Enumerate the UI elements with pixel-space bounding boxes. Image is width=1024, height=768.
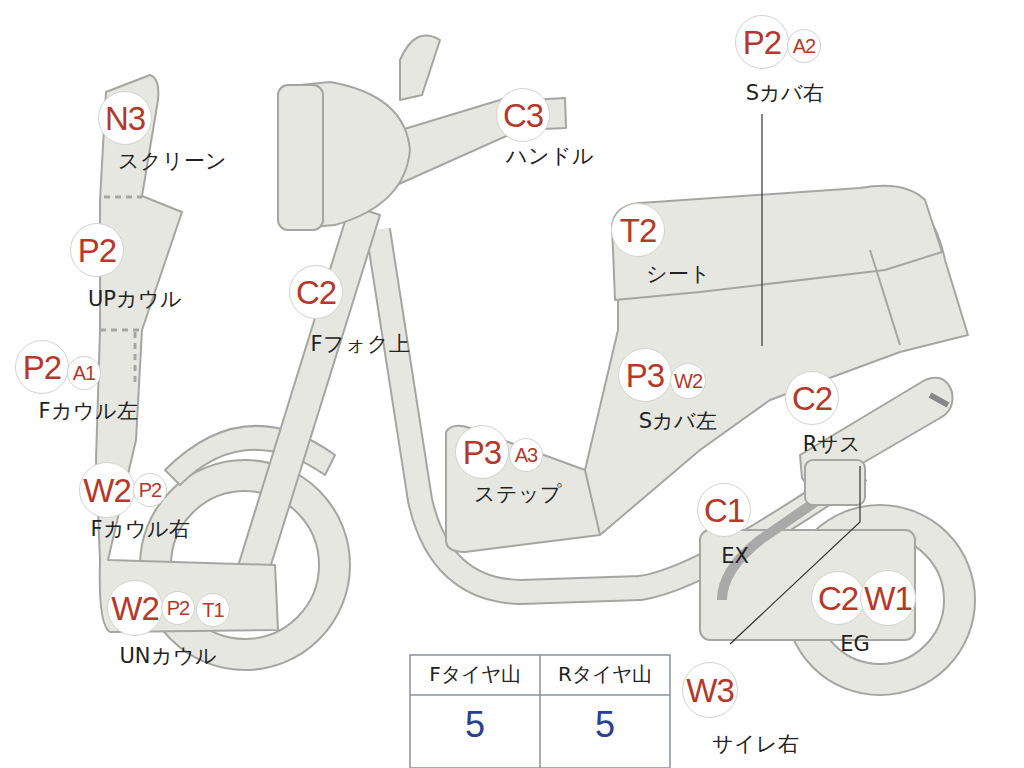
leader-line [761,114,762,346]
damage-code-circle: P3 [618,348,672,402]
damage-code: P2 [78,234,116,267]
engine-case [700,530,915,640]
damage-code: T2 [620,214,657,247]
damage-code: A3 [515,445,537,465]
sub-code-circle: A2 [787,29,821,63]
part-name: Fカウル左 [38,400,137,423]
damage-code-circle: C3 [496,88,550,142]
mirror [400,36,440,101]
front-cowl [96,75,278,632]
damage-code-circle: C2 [785,371,839,425]
sub-code-circle: W2 [670,363,706,399]
damage-code-circle: C2 [811,571,865,625]
damage-code: W2 [111,592,159,625]
seam-dashed [104,196,142,199]
part-name: Fフォク上 [310,333,409,356]
step-edge [585,470,600,535]
damage-code: W1 [864,582,912,615]
damage-code-circle: C1 [697,483,751,537]
part-name: UNカウル [119,645,216,668]
table-value: 5 [595,705,615,745]
damage-code-circle: W1 [860,570,916,626]
damage-code-circle: N3 [98,91,152,145]
damage-code: A1 [73,363,95,383]
damage-code: W3 [686,674,734,707]
damage-code: P2 [167,598,189,618]
table-rule [539,655,541,768]
part-name: Fカウル右 [90,518,189,541]
part-name: Sカバ右 [746,82,824,105]
damage-code-circle: W2 [79,462,135,518]
part-name: Rサス [803,433,862,456]
part-name: EX [721,545,749,568]
damage-code: A2 [793,36,815,56]
part-name: サイレ右 [712,733,799,756]
damage-code-circle: C2 [289,265,343,319]
front-fork [230,205,380,600]
damage-code: N3 [105,102,145,135]
damage-code: P3 [626,359,664,392]
seam-dashed [100,330,142,385]
shock-end [930,395,948,405]
damage-code-circle: W2 [107,580,163,636]
sub-code-circle: P2 [133,473,167,507]
shock-body [805,460,865,505]
seat [612,186,942,300]
damage-code: P2 [23,351,61,384]
part-name: EG [840,633,870,656]
sub-code-circle: A1 [67,356,101,390]
part-name: Sカバ左 [639,410,717,433]
cover-seam [870,250,900,345]
damage-code-circle: P2 [735,15,789,69]
part-name: シート [646,263,711,286]
damage-code: P3 [463,436,501,469]
table-header: Rタイヤ山 [558,663,652,685]
table-header: Fタイヤ山 [429,663,521,685]
damage-code: C2 [818,582,858,615]
part-name: UPカウル [88,288,182,311]
damage-code: W2 [674,371,702,391]
tyre-table [410,655,670,768]
part-name: ステップ [474,483,562,506]
headlamp [278,85,323,230]
damage-code: W2 [83,474,131,507]
damage-code: T1 [202,600,223,620]
part-name: スクリーン [118,150,227,173]
damage-code: C1 [704,494,744,527]
damage-code-circle: P2 [15,340,69,394]
sub-code-circle: P2 [161,591,195,625]
damage-code: C3 [503,99,543,132]
damage-code-circle: W3 [682,662,738,718]
damage-code-circle: P3 [455,425,509,479]
sub-code-circle: A3 [509,438,543,472]
damage-code: P2 [139,480,161,500]
table-value: 5 [465,705,485,745]
sub-code-circle: T1 [196,593,230,627]
damage-code-circle: P2 [70,223,124,277]
damage-code: C2 [296,276,336,309]
damage-code: P2 [743,26,781,59]
damage-code: C2 [792,382,832,415]
damage-code-circle: T2 [611,203,665,257]
part-name: ハンドル [506,145,594,168]
